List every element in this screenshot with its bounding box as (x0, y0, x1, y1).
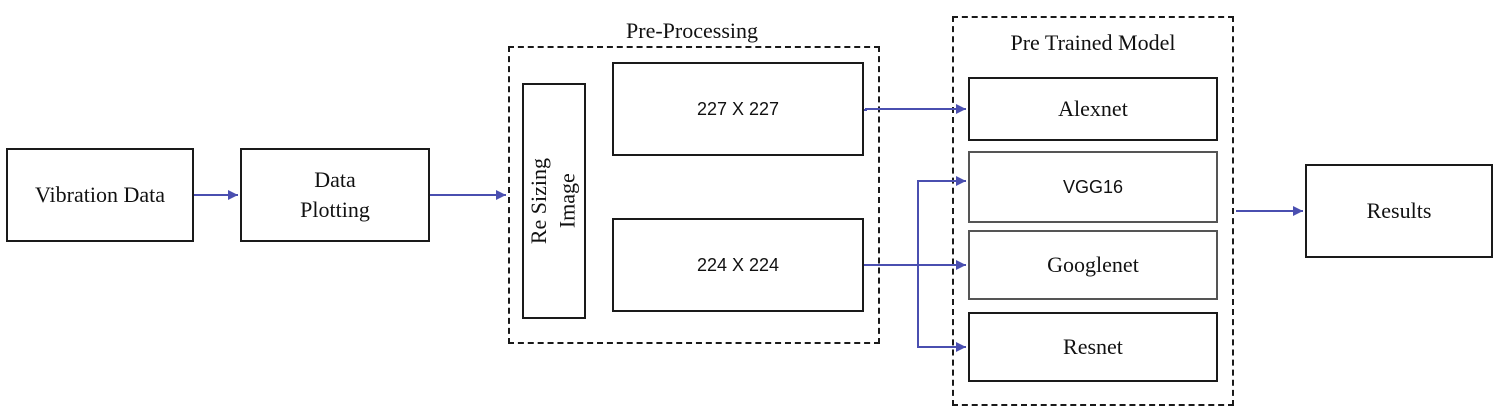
data-plotting-node: Data Plotting (240, 148, 430, 242)
size-224-node: 224 X 224 (612, 218, 864, 312)
vibration-data-node: Vibration Data (6, 148, 194, 242)
resnet-label: Resnet (1063, 334, 1123, 360)
preprocessing-label: Pre-Processing (620, 16, 764, 46)
alexnet-label: Alexnet (1058, 96, 1128, 122)
vgg16-label: VGG16 (1062, 176, 1124, 197)
size-227-label: 227 X 227 (696, 98, 780, 119)
results-label: Results (1366, 198, 1432, 224)
preprocessing-group (508, 46, 880, 344)
googlenet-label: Googlenet (1047, 252, 1139, 278)
googlenet-node: Googlenet (968, 230, 1218, 300)
size-224-label: 224 X 224 (696, 254, 780, 275)
results-node: Results (1305, 164, 1493, 258)
pretrained-model-group (952, 16, 1234, 406)
size-227-node: 227 X 227 (612, 62, 864, 156)
arrow-227-to-alexnet (864, 104, 966, 114)
arrow-224-to-vgg16 (917, 176, 966, 265)
resizing-image-node: Re Sizing Image (522, 83, 586, 319)
resnet-node: Resnet (968, 312, 1218, 382)
arrow-224-to-resnet (917, 265, 966, 352)
vibration-data-label: Vibration Data (34, 182, 166, 208)
data-plotting-label: Data Plotting (300, 167, 370, 222)
vgg16-node: VGG16 (968, 151, 1218, 223)
pretrained-model-label: Pre Trained Model (1004, 28, 1182, 58)
alexnet-node: Alexnet (968, 77, 1218, 141)
